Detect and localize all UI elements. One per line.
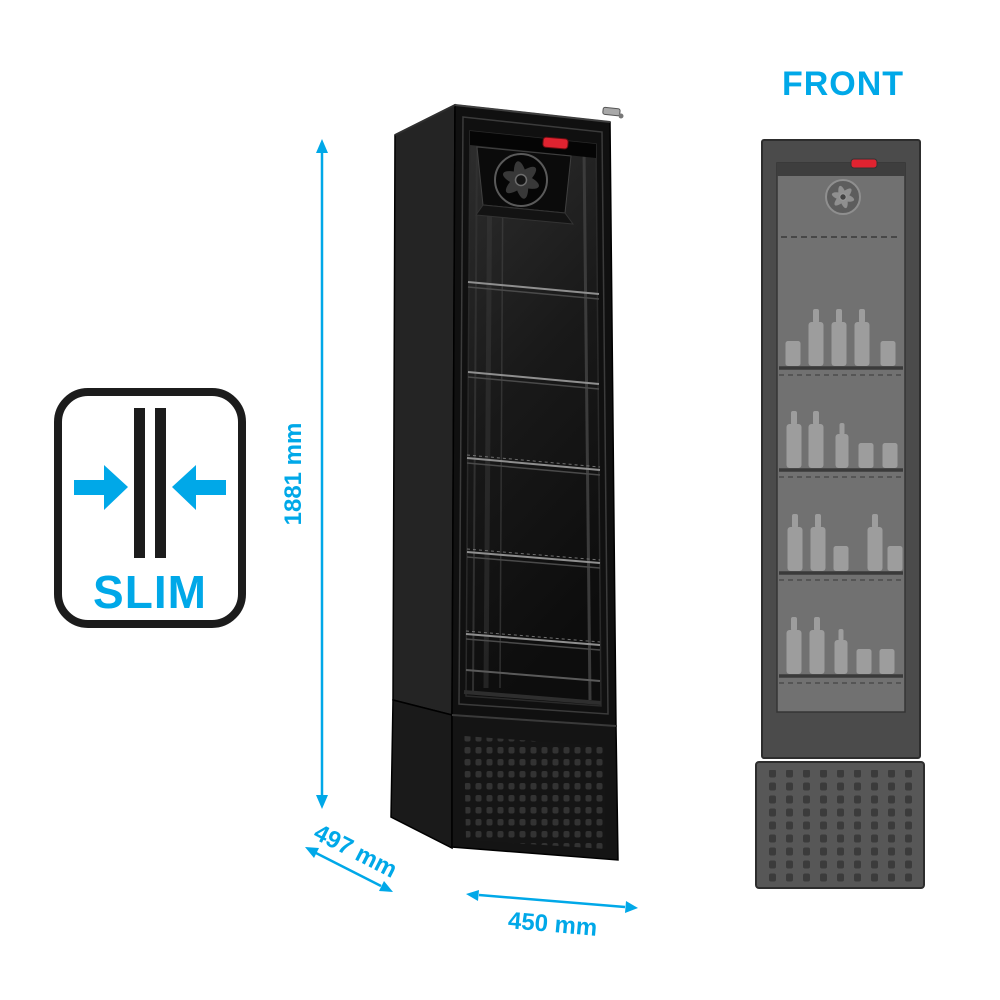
depth-dimension: 497 mm (305, 819, 401, 892)
front-shelves (779, 366, 903, 684)
dimension-arrow-icon (316, 139, 328, 153)
interior-frame (472, 139, 478, 693)
dimension-arrow-icon (466, 890, 479, 901)
slim-badge: SLIM (54, 388, 246, 628)
shelf-line (779, 571, 903, 581)
front-view-title: FRONT (782, 65, 904, 103)
shelf-line (465, 630, 601, 651)
fan-icon (494, 153, 548, 207)
can-icon (879, 649, 895, 674)
ventilation-grille (764, 770, 916, 882)
arrow-right-icon (74, 465, 128, 510)
can-icon (785, 341, 801, 366)
width-label: 450 mm (507, 907, 598, 942)
height-label: 1881 mm (280, 423, 307, 526)
interior-floor (465, 669, 601, 682)
dimension-arrow-icon (625, 901, 638, 913)
can-icon (856, 649, 872, 674)
width-dimension: 450 mm (466, 890, 638, 942)
base-seam (451, 714, 617, 727)
shelf-line (467, 371, 600, 390)
top-edge (454, 104, 611, 123)
fan-unit-underside (475, 204, 575, 225)
height-dimension: 1881 mm (280, 139, 328, 809)
shelf-line (467, 281, 600, 300)
dimension-arrow-icon (316, 795, 328, 809)
power-indicator-light (850, 158, 878, 169)
shelf-line (779, 366, 903, 376)
header-panel (470, 131, 596, 158)
width-dimension-line (478, 893, 626, 909)
fridge-3d (390, 103, 624, 861)
dimension-arrow-icon (305, 847, 319, 858)
can-icon (833, 546, 849, 571)
can-icon (882, 443, 898, 468)
can-icon (858, 443, 874, 468)
shelf-line (779, 674, 903, 684)
dimension-arrow-icon (379, 881, 393, 892)
door-lower-frame (463, 690, 602, 705)
top-edge (394, 104, 456, 136)
ventilation-grille (464, 736, 606, 849)
side-panel (392, 103, 456, 716)
interior-frame (582, 149, 592, 701)
door-outline (458, 116, 609, 715)
door-hinge-icon (602, 106, 624, 119)
glass-reflection (483, 151, 493, 689)
power-indicator-light (542, 136, 569, 150)
compressor-base-side (390, 699, 453, 850)
slim-bar-left (134, 408, 145, 558)
can-icon (887, 546, 903, 571)
front-header-strip (777, 163, 905, 176)
slim-label: SLIM (93, 566, 207, 618)
fridge-front-view: FRONT (755, 65, 925, 889)
slim-badge-outline (54, 388, 246, 628)
shelf-line (466, 548, 601, 569)
glass-reflection (499, 151, 504, 689)
shelves-3d (465, 281, 601, 651)
shelf-line (466, 454, 601, 476)
arrow-left-icon (172, 465, 226, 510)
fan-icon (825, 179, 861, 215)
can-icon (880, 341, 896, 366)
shelf-line (779, 468, 903, 478)
slim-bar-right (155, 408, 166, 558)
depth-dimension-line (315, 851, 382, 888)
